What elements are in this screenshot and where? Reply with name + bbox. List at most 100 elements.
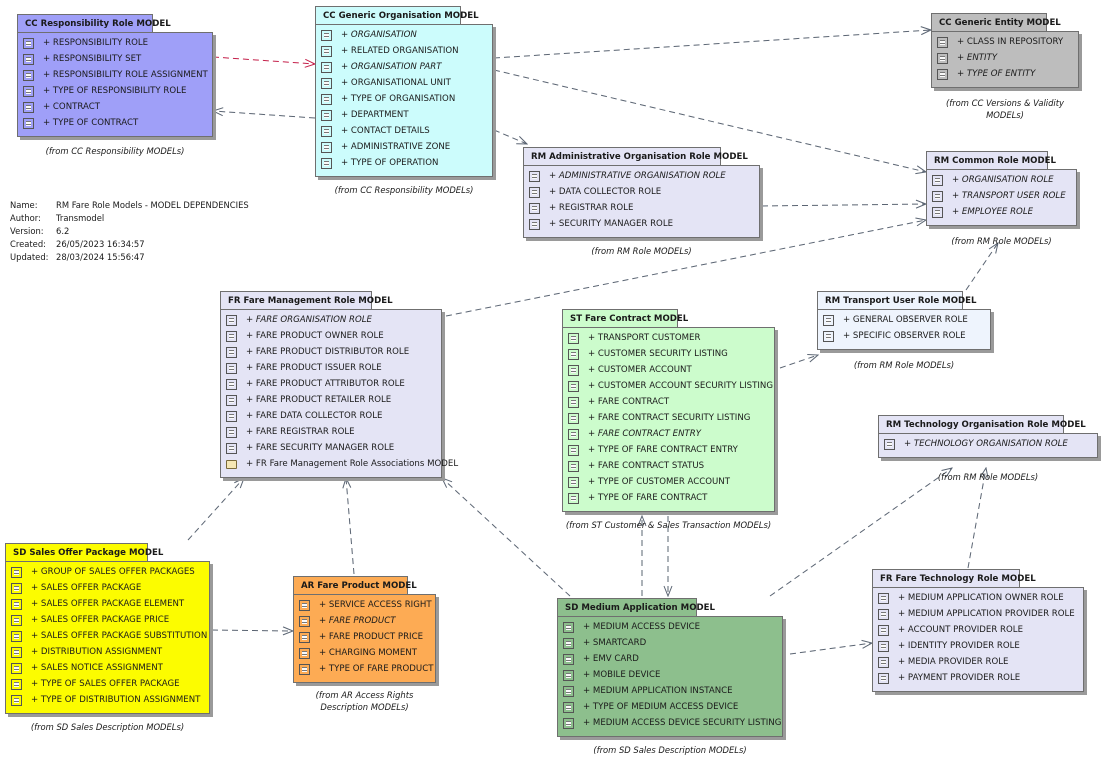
package-element[interactable]: + FR Fare Management Role Associations M…	[221, 456, 458, 472]
package-element[interactable]: + EMV CARD	[558, 651, 782, 667]
package-element-label: + CUSTOMER SECURITY LISTING	[588, 349, 728, 359]
package-element[interactable]: + FARE CONTRACT ENTRY	[563, 426, 774, 442]
package-element[interactable]: + RESPONSIBILITY ROLE ASSIGNMENT	[18, 67, 212, 83]
package-rm-administrative-organisation-role[interactable]: RM Administrative Organisation Role MODE…	[523, 147, 760, 238]
package-element[interactable]: + GROUP OF SALES OFFER PACKAGES	[6, 564, 209, 580]
package-element[interactable]: + EMPLOYEE ROLE	[927, 204, 1076, 220]
class-icon	[878, 624, 889, 636]
package-element[interactable]: + TRANSPORT USER ROLE	[927, 188, 1076, 204]
package-element[interactable]: + MEDIA PROVIDER ROLE	[873, 654, 1083, 670]
package-element[interactable]: + FARE CONTRACT	[563, 394, 774, 410]
package-element[interactable]: + FARE PRODUCT DISTRIBUTOR ROLE	[221, 344, 441, 360]
package-element[interactable]: + ADMINISTRATIVE ORGANISATION ROLE	[524, 168, 759, 184]
package-element[interactable]: + CONTACT DETAILS	[316, 123, 492, 139]
package-element[interactable]: + MEDIUM APPLICATION INSTANCE	[558, 683, 782, 699]
package-element[interactable]: + TYPE OF FARE PRODUCT	[294, 661, 435, 677]
package-element[interactable]: + RELATED ORGANISATION	[316, 43, 492, 59]
package-source-note: (from RM Role MODELs)	[853, 360, 955, 370]
package-element[interactable]: + TYPE OF FARE CONTRACT ENTRY	[563, 442, 774, 458]
package-element[interactable]: + FARE CONTRACT SECURITY LISTING	[563, 410, 774, 426]
class-icon	[321, 157, 332, 169]
package-element[interactable]: + CLASS IN REPOSITORY	[932, 34, 1078, 50]
package-element[interactable]: + ORGANISATIONAL UNIT	[316, 75, 492, 91]
package-element[interactable]: + SALES OFFER PACKAGE SUBSTITUTION	[6, 628, 209, 644]
package-cc-generic-entity[interactable]: CC Generic Entity MODEL+ CLASS IN REPOSI…	[931, 13, 1079, 88]
package-element[interactable]: + MOBILE DEVICE	[558, 667, 782, 683]
package-element[interactable]: + FARE SECURITY MANAGER ROLE	[221, 440, 441, 456]
package-element[interactable]: + TYPE OF RESPONSIBILITY ROLE	[18, 83, 212, 99]
package-element[interactable]: + FARE PRODUCT RETAILER ROLE	[221, 392, 441, 408]
package-element[interactable]: + FARE DATA COLLECTOR ROLE	[221, 408, 441, 424]
package-element[interactable]: + ORGANISATION	[316, 27, 492, 43]
package-element[interactable]: + CONTRACT	[18, 99, 212, 115]
package-element[interactable]: + CUSTOMER ACCOUNT SECURITY LISTING	[563, 378, 774, 394]
package-element[interactable]: + FARE REGISTRAR ROLE	[221, 424, 441, 440]
package-element[interactable]: + SECURITY MANAGER ROLE	[524, 216, 759, 232]
package-element[interactable]: + CUSTOMER SECURITY LISTING	[563, 346, 774, 362]
package-element[interactable]: + TECHNOLOGY ORGANISATION ROLE	[879, 436, 1097, 452]
package-element[interactable]: + SALES OFFER PACKAGE PRICE	[6, 612, 209, 628]
package-element[interactable]: + MEDIUM APPLICATION OWNER ROLE	[873, 590, 1083, 606]
package-rm-transport-user-role[interactable]: RM Transport User Role MODEL+ GENERAL OB…	[817, 291, 991, 350]
meta-author-label: Author:	[10, 213, 41, 223]
package-element[interactable]: + DATA COLLECTOR ROLE	[524, 184, 759, 200]
package-rm-technology-organisation-role[interactable]: RM Technology Organisation Role MODEL+ T…	[878, 415, 1098, 458]
package-cc-responsibility-role[interactable]: CC Responsibility Role MODEL+ RESPONSIBI…	[17, 14, 213, 137]
package-ar-fare-product[interactable]: AR Fare Product MODEL+ SERVICE ACCESS RI…	[293, 576, 436, 683]
package-element[interactable]: + GENERAL OBSERVER ROLE	[818, 312, 990, 328]
package-element[interactable]: + SALES NOTICE ASSIGNMENT	[6, 660, 209, 676]
package-sd-sales-offer-package[interactable]: SD Sales Offer Package MODEL+ GROUP OF S…	[5, 543, 210, 714]
package-sd-medium-application[interactable]: SD Medium Application MODEL+ MEDIUM ACCE…	[557, 598, 783, 737]
package-element[interactable]: + TYPE OF SALES OFFER PACKAGE	[6, 676, 209, 692]
package-element[interactable]: + SERVICE ACCESS RIGHT	[294, 597, 435, 613]
package-element[interactable]: + RESPONSIBILITY SET	[18, 51, 212, 67]
package-element[interactable]: + TYPE OF OPERATION	[316, 155, 492, 171]
package-element[interactable]: + DISTRIBUTION ASSIGNMENT	[6, 644, 209, 660]
package-element[interactable]: + TYPE OF CUSTOMER ACCOUNT	[563, 474, 774, 490]
package-element[interactable]: + ORGANISATION PART	[316, 59, 492, 75]
package-element[interactable]: + IDENTITY PROVIDER ROLE	[873, 638, 1083, 654]
meta-created: 26/05/2023 16:34:57	[56, 239, 145, 249]
package-element[interactable]: + MEDIUM APPLICATION PROVIDER ROLE	[873, 606, 1083, 622]
package-element[interactable]: + TYPE OF CONTRACT	[18, 115, 212, 131]
package-fr-fare-technology-role[interactable]: FR Fare Technology Role MODEL+ MEDIUM AP…	[872, 569, 1084, 692]
package-element[interactable]: + FARE PRODUCT OWNER ROLE	[221, 328, 441, 344]
package-element[interactable]: + TRANSPORT CUSTOMER	[563, 330, 774, 346]
package-element[interactable]: + TYPE OF MEDIUM ACCESS DEVICE	[558, 699, 782, 715]
package-element[interactable]: + FARE CONTRACT STATUS	[563, 458, 774, 474]
package-element[interactable]: + SPECIFIC OBSERVER ROLE	[818, 328, 990, 344]
package-element[interactable]: + TYPE OF DISTRIBUTION ASSIGNMENT	[6, 692, 209, 708]
package-element[interactable]: + FARE PRODUCT ATTRIBUTOR ROLE	[221, 376, 441, 392]
package-element-label: + TYPE OF FARE CONTRACT	[588, 493, 708, 503]
package-rm-common-role[interactable]: RM Common Role MODEL+ ORGANISATION ROLE+…	[926, 151, 1077, 226]
package-element[interactable]: + FARE PRODUCT PRICE	[294, 629, 435, 645]
package-element[interactable]: + DEPARTMENT	[316, 107, 492, 123]
package-cc-generic-organisation[interactable]: CC Generic Organisation MODEL+ ORGANISAT…	[315, 6, 493, 177]
package-element[interactable]: + FARE ORGANISATION ROLE	[221, 312, 441, 328]
package-element[interactable]: + SALES OFFER PACKAGE	[6, 580, 209, 596]
package-source-note: (from RM Role MODELs)	[937, 472, 1039, 482]
package-element[interactable]: + MEDIUM ACCESS DEVICE SECURITY LISTING	[558, 715, 782, 731]
package-element[interactable]: + ENTITY	[932, 50, 1078, 66]
package-element[interactable]: + TYPE OF ENTITY	[932, 66, 1078, 82]
package-element[interactable]: + TYPE OF FARE CONTRACT	[563, 490, 774, 506]
package-element[interactable]: + SMARTCARD	[558, 635, 782, 651]
package-st-fare-contract[interactable]: ST Fare Contract MODEL+ TRANSPORT CUSTOM…	[562, 309, 775, 512]
package-element[interactable]: + PAYMENT PROVIDER ROLE	[873, 670, 1083, 686]
package-element[interactable]: + FARE PRODUCT	[294, 613, 435, 629]
diagram-metadata: Name:RM Fare Role Models - MODEL DEPENDE…	[10, 199, 249, 264]
package-element[interactable]: + REGISTRAR ROLE	[524, 200, 759, 216]
package-element[interactable]: + TYPE OF ORGANISATION	[316, 91, 492, 107]
package-element[interactable]: + CUSTOMER ACCOUNT	[563, 362, 774, 378]
package-element[interactable]: + ADMINISTRATIVE ZONE	[316, 139, 492, 155]
package-element[interactable]: + MEDIUM ACCESS DEVICE	[558, 619, 782, 635]
package-element[interactable]: + CHARGING MOMENT	[294, 645, 435, 661]
package-element-label: + CHARGING MOMENT	[319, 648, 417, 658]
package-element[interactable]: + FARE PRODUCT ISSUER ROLE	[221, 360, 441, 376]
package-element[interactable]: + SALES OFFER PACKAGE ELEMENT	[6, 596, 209, 612]
package-element[interactable]: + ACCOUNT PROVIDER ROLE	[873, 622, 1083, 638]
package-element-label: + RESPONSIBILITY ROLE	[43, 38, 149, 48]
package-element[interactable]: + RESPONSIBILITY ROLE	[18, 35, 212, 51]
package-fr-fare-management-role[interactable]: FR Fare Management Role MODEL+ FARE ORGA…	[220, 291, 458, 478]
package-element[interactable]: + ORGANISATION ROLE	[927, 172, 1076, 188]
